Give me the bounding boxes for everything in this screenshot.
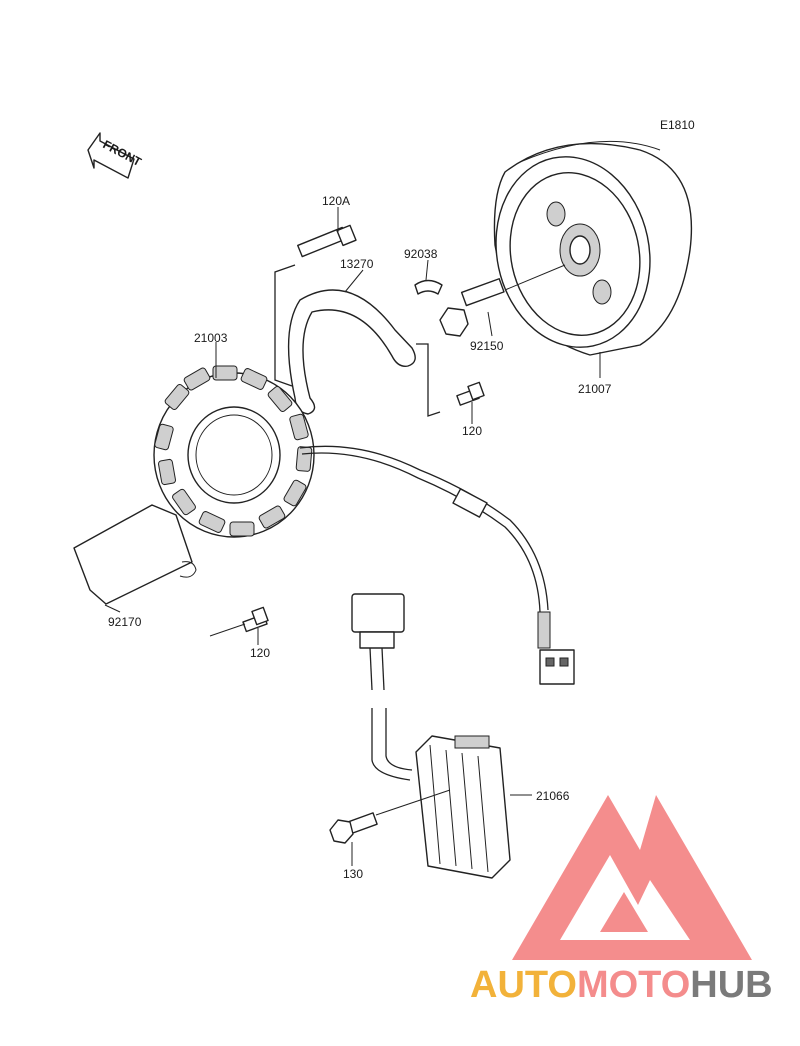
label-regulator: 21066 (536, 789, 570, 803)
logo-mark-icon (512, 795, 752, 960)
logo-auto-text: AUTO (470, 964, 577, 1006)
flange-bolt-part (439, 264, 566, 337)
logo-moto-text: MOTO (577, 964, 690, 1006)
label-stator: 21003 (194, 331, 228, 345)
stator-harness (299, 445, 575, 685)
label-bolt-120-left: 120 (250, 646, 270, 660)
part-labels: 120A 13270 92038 21003 92150 21007 120 9… (108, 194, 612, 881)
automotohub-logo: AUTOMOTOHUB (470, 795, 773, 1006)
leader-lines (104, 207, 601, 866)
svg-text:AUTOMOTOHUB: AUTOMOTOHUB (470, 964, 773, 1006)
label-key: 92038 (404, 247, 438, 261)
bolt-120-left-part (209, 606, 269, 637)
label-flange-bolt: 92150 (470, 339, 504, 353)
label-bolt-130: 130 (343, 867, 363, 881)
regulator-part (415, 735, 511, 879)
rotor-part (493, 140, 693, 356)
label-rotor: 21007 (578, 382, 612, 396)
cover-part (73, 504, 197, 605)
label-cover: 92170 (108, 615, 142, 629)
bolt-120a-part (274, 224, 357, 387)
bolt-120-right-part (416, 343, 485, 417)
label-bolt-120a: 120A (322, 194, 350, 208)
bolt-130-part (329, 789, 451, 844)
stator-part (153, 365, 315, 538)
label-plate: 13270 (340, 257, 374, 271)
front-arrow-icon: FRONT (87, 132, 144, 179)
regulator-harness (351, 593, 413, 781)
diagram-code: E1810 (660, 118, 695, 132)
logo-hub-text: HUB (690, 964, 772, 1006)
woodruff-key-part (414, 279, 443, 295)
plate-part (287, 289, 416, 415)
label-bolt-120-right: 120 (462, 424, 482, 438)
